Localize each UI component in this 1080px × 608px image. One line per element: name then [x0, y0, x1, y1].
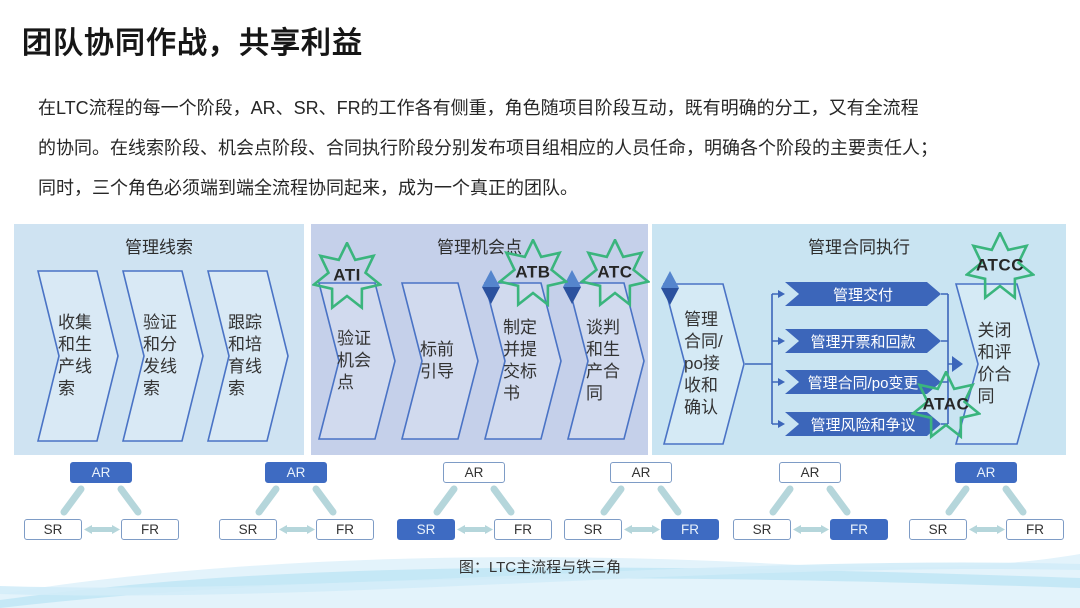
panel-manage-leads-title: 管理线索: [125, 238, 193, 257]
panel-manage-opportunities-title: 管理机会点: [437, 238, 522, 257]
intro-line-3: 同时，三个角色必须端到端全流程协同起来，成为一个真正的团队。: [38, 178, 578, 198]
ltc-process-diagram: 管理线索 收集和生产线索 验证和分发线索 跟踪和培育线索 管理机会点 验证机会点: [14, 224, 1066, 455]
badge-ati-label: ATI: [333, 265, 361, 285]
chevron-shape-icon: [663, 283, 745, 445]
step-label: 跟踪和培育线索: [228, 313, 262, 398]
chevron-shape-icon: [318, 282, 396, 440]
role-ar: AR: [443, 462, 505, 483]
step-receive-confirm-contract-po: 管理合同/po接收和确认: [663, 283, 745, 445]
triangle-arrows-icon: [433, 485, 515, 534]
badge-atac: ATAC: [911, 371, 981, 441]
step-label: 验证机会点: [337, 329, 371, 392]
star-icon: [965, 232, 1035, 301]
step-track-nurture-leads: 跟踪和培育线索: [207, 270, 289, 442]
iron-triangle-3: AR SR FR: [394, 462, 554, 546]
iron-triangle-1: AR SR FR: [21, 462, 181, 546]
role-ar: AR: [610, 462, 672, 483]
milestone-diamond-icon: [482, 270, 500, 304]
chevron-shape-icon: [37, 270, 119, 442]
star-icon: [312, 242, 382, 311]
badge-atb: ATB: [498, 239, 568, 309]
badge-atb-label: ATB: [515, 262, 551, 282]
chevron-shape-icon: [122, 270, 204, 442]
role-fr: FR: [830, 519, 888, 540]
step-close-evaluate-contract: 关闭和评价合同: [955, 283, 1040, 445]
panel-manage-leads: 管理线索 收集和生产线索 验证和分发线索 跟踪和培育线索: [14, 224, 304, 455]
milestone-diamond-icon: [563, 270, 581, 304]
iron-triangle-4: AR SR FR: [561, 462, 721, 546]
step-verify-distribute-leads: 验证和分发线索: [122, 270, 204, 442]
role-sr: SR: [397, 519, 455, 540]
iron-triangle-5: AR SR FR: [730, 462, 890, 546]
bar-manage-risks-disputes: 管理风险和争议: [785, 412, 941, 436]
page-title: 团队协同作战，共享利益: [22, 27, 363, 60]
triangle-arrows-icon: [769, 485, 851, 534]
wave-decoration: [0, 554, 1080, 608]
role-sr: SR: [24, 519, 82, 540]
role-fr: FR: [121, 519, 179, 540]
badge-atac-label: ATAC: [922, 394, 970, 414]
triangle-arrows-icon: [255, 485, 337, 534]
badge-atc-label: ATC: [597, 262, 633, 282]
chevron-shape-icon: [955, 283, 1040, 445]
bar-manage-delivery: 管理交付: [785, 282, 941, 306]
step-negotiate-produce-contract: 谈判和生产合同: [567, 282, 645, 440]
step-label: 收集和生产线索: [58, 313, 92, 398]
step-label: 标前引导: [420, 340, 454, 381]
star-icon: [580, 239, 650, 308]
role-ar: AR: [70, 462, 132, 483]
iron-triangle-2: AR SR FR: [216, 462, 376, 546]
star-icon: [498, 239, 568, 308]
role-fr: FR: [1006, 519, 1064, 540]
bar-manage-invoicing-collection: 管理开票和回款: [785, 329, 941, 353]
chevron-shape-icon: [567, 282, 645, 440]
step-label: 验证和分发线索: [143, 313, 177, 398]
role-ar: AR: [265, 462, 327, 483]
step-label: 管理合同/po接收和确认: [684, 310, 723, 417]
step-label: 制定并提交标书: [503, 318, 537, 403]
intro-paragraph: 在LTC流程的每一个阶段，AR、SR、FR的工作各有侧重，角色随项目阶段互动，既…: [38, 88, 1052, 208]
intro-line-2: 的协同。在线索阶段、机会点阶段、合同执行阶段分别发布项目组相应的人员任命，明确各…: [38, 138, 938, 158]
step-prebid-guidance: 标前引导: [401, 282, 479, 440]
intro-line-1: 在LTC流程的每一个阶段，AR、SR、FR的工作各有侧重，角色随项目阶段互动，既…: [38, 98, 919, 118]
iron-triangle-row: AR SR FR AR SR FR AR SR FR: [14, 462, 1066, 546]
role-ar: AR: [955, 462, 1017, 483]
badge-atcc: ATCC: [965, 232, 1035, 302]
role-sr: SR: [564, 519, 622, 540]
step-collect-produce-leads: 收集和生产线索: [37, 270, 119, 442]
milestone-diamond-icon: [661, 271, 679, 305]
step-label: 谈判和生产合同: [586, 318, 620, 403]
badge-atc: ATC: [580, 239, 650, 309]
role-fr: FR: [316, 519, 374, 540]
role-sr: SR: [733, 519, 791, 540]
role-fr: FR: [494, 519, 552, 540]
badge-atcc-label: ATCC: [976, 255, 1024, 275]
triangle-arrows-icon: [60, 485, 142, 534]
triangle-arrows-icon: [600, 485, 682, 534]
panel-manage-contract-execution: 管理合同执行 管理合同/po接收和确认 管理交付 管理开票和回款 管理合同/po…: [652, 224, 1066, 455]
role-fr: FR: [661, 519, 719, 540]
role-sr: SR: [219, 519, 277, 540]
chevron-shape-icon: [207, 270, 289, 442]
step-label: 关闭和评价合同: [977, 321, 1012, 406]
badge-ati: ATI: [312, 242, 382, 312]
panel-manage-opportunities: 管理机会点 验证机会点 标前引导 制定并提交标书 谈判和生产合同: [311, 224, 650, 455]
figure-caption: 图：LTC主流程与铁三角: [458, 559, 622, 576]
role-ar: AR: [779, 462, 841, 483]
chevron-shape-icon: [401, 282, 479, 440]
iron-triangle-6: AR SR FR: [906, 462, 1066, 546]
bar-manage-contract-po-changes: 管理合同/po变更: [785, 370, 941, 394]
step-verify-opportunity: 验证机会点: [318, 282, 396, 440]
chevron-shape-icon: [484, 282, 562, 440]
panel-manage-contract-title: 管理合同执行: [808, 238, 910, 257]
role-sr: SR: [909, 519, 967, 540]
triangle-arrows-icon: [945, 485, 1027, 534]
step-prepare-submit-bid: 制定并提交标书: [484, 282, 562, 440]
